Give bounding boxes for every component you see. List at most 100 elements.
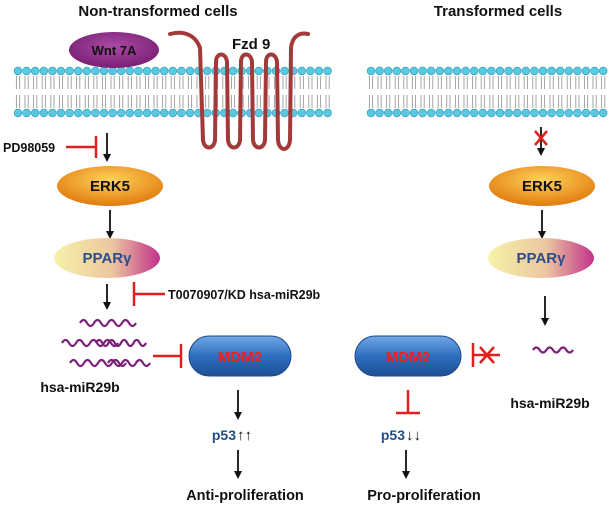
- lipid-head: [177, 108, 186, 118]
- mirna-squiggles-left: [61, 318, 151, 368]
- lipid-head: [375, 66, 384, 76]
- lipid-head: [39, 66, 48, 76]
- p53-down-arrows: ↓↓: [406, 427, 421, 444]
- lipid-head: [530, 108, 539, 118]
- lipid-head: [495, 66, 505, 76]
- lipid-head: [323, 66, 332, 76]
- lipid-head: [461, 66, 470, 76]
- lipid-head: [134, 66, 143, 76]
- lipid-head: [254, 66, 263, 76]
- lipid-head: [314, 66, 324, 76]
- lipid-head: [108, 66, 117, 76]
- lipid-head: [185, 66, 195, 76]
- lipid-head: [306, 108, 315, 118]
- lipid-head: [470, 66, 479, 76]
- lipid-head: [99, 108, 109, 118]
- mdm2-label-right: MDM2: [386, 349, 430, 366]
- mirna-strand: [79, 318, 137, 328]
- lipid-head: [31, 66, 40, 76]
- left-heading: Non-transformed cells: [78, 3, 237, 20]
- lipid-head: [203, 66, 212, 76]
- lipid-head: [116, 66, 126, 76]
- lipid-head: [538, 66, 548, 76]
- mirna-squiggle-right: [532, 346, 574, 354]
- lipid-head: [470, 108, 479, 118]
- mirna-label-right: hsa-miR29b: [510, 395, 589, 411]
- lipid-head: [48, 66, 57, 76]
- cross-mark-b-right: [534, 130, 548, 146]
- lipid-head: [581, 108, 591, 118]
- p53-label-right: p53: [381, 427, 405, 443]
- lipid-head: [254, 108, 263, 118]
- lipid-head: [91, 66, 100, 76]
- lipid-head: [108, 108, 117, 118]
- erk5-label-right: ERK5: [522, 178, 562, 195]
- mirna-strand: [532, 346, 574, 354]
- lipid-head: [573, 108, 582, 118]
- lipid-head: [22, 66, 31, 76]
- lipid-head: [323, 108, 332, 118]
- fzd9-label: Fzd 9: [232, 36, 270, 53]
- mirna-strand: [69, 358, 127, 368]
- lipid-head: [65, 108, 74, 118]
- ppar-label-right: PPARγ: [517, 250, 567, 267]
- lipid-head: [427, 108, 436, 118]
- lipid-head: [73, 66, 83, 76]
- lipid-head: [512, 66, 522, 76]
- wnt7a-label: Wnt 7A: [92, 43, 137, 58]
- lipid-head: [384, 108, 393, 118]
- lipid-head: [185, 108, 195, 118]
- lipid-head: [452, 66, 462, 76]
- lipid-head: [125, 108, 135, 118]
- lipid-head: [401, 108, 410, 118]
- lipid-head: [160, 108, 169, 118]
- lipid-head: [495, 108, 505, 118]
- lipid-head: [590, 108, 599, 118]
- lipid-head: [125, 66, 135, 76]
- lipid-head: [409, 66, 419, 76]
- lipid-head: [375, 108, 384, 118]
- lipid-head: [203, 108, 212, 118]
- lipid-head: [512, 108, 522, 118]
- lipid-head: [598, 108, 608, 118]
- lipid-head: [297, 108, 306, 118]
- lipid-head: [392, 66, 401, 76]
- lipid-head: [555, 66, 565, 76]
- mirna-strand: [95, 338, 147, 348]
- lipid-head: [547, 108, 556, 118]
- lipid-head: [306, 66, 315, 76]
- lipid-head: [427, 66, 436, 76]
- lipid-head: [401, 66, 410, 76]
- lipid-head: [142, 108, 152, 118]
- lipid-head: [134, 108, 143, 118]
- lipid-head: [228, 66, 238, 76]
- lipid-head: [366, 66, 376, 76]
- lipid-head: [384, 66, 393, 76]
- lipid-head: [73, 108, 83, 118]
- outcome-right: Pro-proliferation: [367, 488, 481, 504]
- lipid-head: [487, 108, 496, 118]
- mirna-label-left: hsa-miR29b: [40, 379, 119, 395]
- mdm2-node-right: [354, 335, 462, 377]
- lipid-head: [82, 108, 92, 118]
- lipid-head: [564, 66, 573, 76]
- mdm2-node-left: [188, 335, 292, 377]
- lipid-head: [581, 66, 591, 76]
- ppar-node-left: [54, 238, 160, 278]
- lipid-head: [444, 108, 453, 118]
- lipid-head: [547, 66, 556, 76]
- lipid-head: [409, 108, 419, 118]
- erk5-label-left: ERK5: [90, 178, 130, 195]
- lipid-head: [418, 66, 427, 76]
- lipid-head: [91, 108, 100, 118]
- lipid-head: [530, 66, 539, 76]
- t0070907-label: T0070907/KD hsa-miR29b: [168, 288, 321, 302]
- p53-up-arrows: ↑↑: [237, 427, 252, 444]
- lipid-head: [168, 108, 178, 118]
- lipid-head: [555, 108, 565, 118]
- lipid-head: [280, 108, 289, 118]
- lipid-head: [151, 66, 160, 76]
- p53-label-left: p53: [212, 427, 236, 443]
- lipid-head: [22, 108, 31, 118]
